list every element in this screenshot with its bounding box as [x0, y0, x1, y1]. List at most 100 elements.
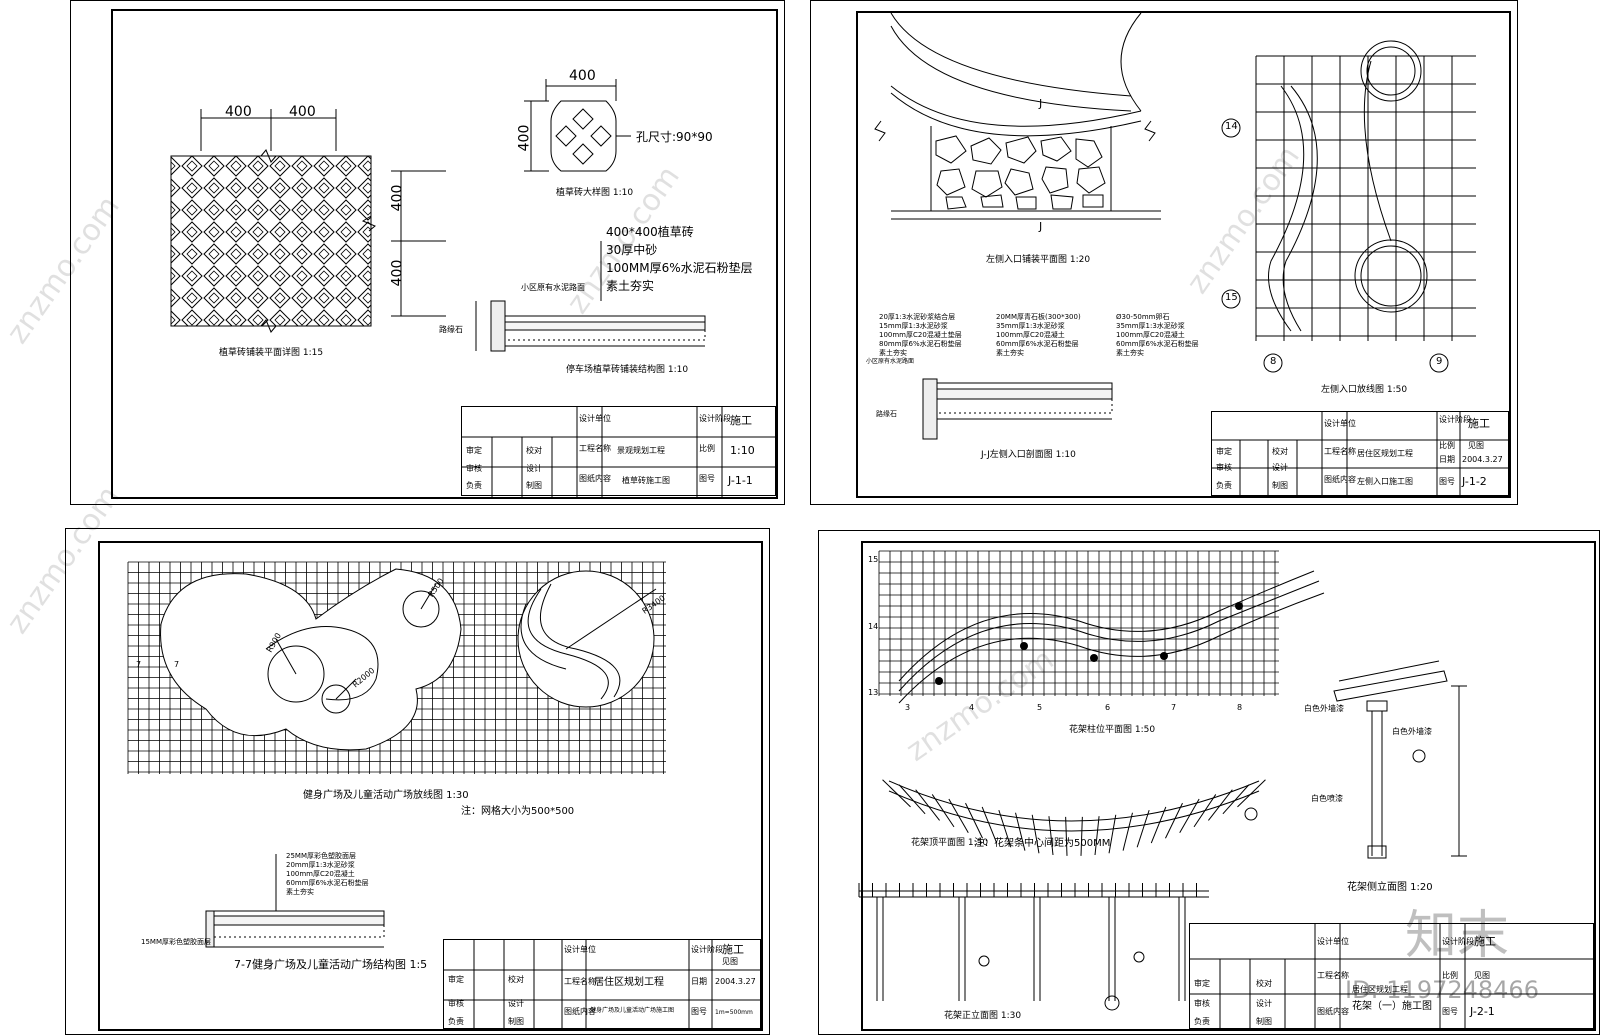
- axis-9: 9: [1436, 356, 1443, 367]
- tb4-design: 设计: [1256, 999, 1272, 1008]
- tb-scale-value: 1:10: [730, 444, 755, 457]
- tb2-checker: 审核: [1216, 463, 1232, 472]
- tb-title: 植草砖施工图: [622, 476, 670, 485]
- title-block-4: 审定 审核 负责 校对 设计 制图 设计单位 工程名称 图纸内容 居住区规划工程…: [1189, 923, 1595, 1030]
- tb4-unit: 设计单位: [1317, 937, 1349, 946]
- entrance-section-caption: J-J左侧入口剖面图 1:10: [981, 450, 1076, 460]
- tb3-title: 健身广场及儿童活动广场施工图: [590, 1007, 675, 1014]
- axis-7: 7: [1171, 703, 1177, 712]
- top-plan-caption: 花架顶平面图 1:50: [911, 838, 989, 848]
- axis-15: 15: [1225, 292, 1238, 303]
- tb4-scale: 比例: [1442, 971, 1458, 980]
- dim-400-e: 400: [569, 68, 596, 84]
- left-layer-4: 80mm厚6%水泥石粉垫层: [879, 340, 962, 348]
- plaza-layer-3: 100mm厚C20混凝土: [286, 870, 355, 878]
- axis-6: 6: [1105, 703, 1111, 712]
- tb4-content: 图纸内容: [1317, 1007, 1349, 1016]
- tb3-draw: 制图: [508, 1017, 524, 1026]
- sheet-2-drawing: [874, 12, 1476, 440]
- tb4-project: 工程名称: [1317, 971, 1349, 980]
- tb3-project: 工程名称: [564, 977, 596, 986]
- tb3-date-value: 2004.3.27: [715, 977, 756, 986]
- dim-400-b: 400: [289, 104, 316, 120]
- axis-4: 4: [969, 703, 975, 712]
- dim-400-f: 400: [516, 124, 533, 152]
- tb-draw: 制图: [526, 481, 542, 490]
- plaza-section-caption: 7-7健身广场及儿童活动广场结构图 1:5: [234, 958, 428, 971]
- title-block-2: 审定 审核 负责 校对 设计 制图 设计单位 工程名称 图纸内容 居住区规划工程…: [1211, 411, 1510, 497]
- side-elevation-caption: 花架侧立面图 1:20: [1347, 882, 1433, 893]
- existing-road-label-2: 小区原有水泥路面: [866, 358, 915, 365]
- tb2-stage-value: 施工: [1468, 417, 1490, 430]
- right-layer-2: 35mm厚1:3水泥砂浆: [1116, 322, 1185, 330]
- left-layer-1: 20厚1:3水泥砂浆结合层: [879, 313, 956, 321]
- mid-layer-list: 20MM厚青石板(300*300) 35mm厚1:3水泥砂浆 100mm厚C20…: [996, 313, 1081, 358]
- top-plan-note: 注：花架条中心间距为500MM: [974, 838, 1111, 849]
- dim-400-d: 400: [389, 259, 406, 287]
- drawing-sheet-4: 花架柱位平面图 1:50 花架顶平面图 1:50 注：花架条中心间距为500MM…: [818, 530, 1600, 1035]
- tb2-number-value: J-1-2: [1462, 475, 1487, 488]
- tb4-stage: 设计阶段: [1442, 937, 1474, 946]
- drawing-sheet-2: 左侧入口铺装平面图 1:20 J-J左侧入口剖面图 1:10 左侧入口放线图 1…: [810, 0, 1518, 505]
- entrance-grid-caption: 左侧入口放线图 1:50: [1321, 385, 1408, 395]
- tb-content: 图纸内容: [579, 474, 611, 483]
- tb4-number-value: J-2-1: [1470, 1005, 1495, 1018]
- curb-label-2: 路缘石: [876, 410, 897, 418]
- plaza-grid-caption: 健身广场及儿童活动广场放线图 1:30: [303, 790, 469, 801]
- existing-road-label: 小区原有水泥路面: [521, 283, 585, 292]
- tb-project: 工程名称: [579, 444, 611, 453]
- layer-4: 素土夯实: [606, 279, 655, 293]
- tb2-project: 工程名称: [1324, 447, 1356, 456]
- tb-unit: 设计单位: [579, 414, 611, 423]
- tb-checker: 审核: [466, 464, 482, 473]
- tb-proof: 校对: [526, 446, 542, 455]
- axis-15b: 15: [868, 555, 879, 564]
- plaza-layer-1: 25MM厚彩色塑胶面层: [286, 852, 356, 860]
- left-layer-5: 素土夯实: [879, 349, 907, 357]
- tb4-number: 图号: [1442, 1007, 1458, 1016]
- tb2-draw: 制图: [1272, 481, 1288, 490]
- left-layer-2: 15mm厚1:3水泥砂浆: [879, 322, 948, 330]
- column-plan-caption: 花架柱位平面图 1:50: [1069, 725, 1156, 735]
- plaza-layer-2: 20mm厚1:3水泥砂浆: [286, 861, 355, 869]
- section-mark-7: 7: [136, 660, 142, 669]
- tb-stage: 设计阶段: [699, 414, 731, 423]
- mid-layer-5: 素土夯实: [996, 349, 1024, 357]
- tb2-reviewer: 审定: [1216, 447, 1232, 456]
- tb4-checker: 审核: [1194, 999, 1210, 1008]
- layer-2: 30厚中砂: [606, 243, 658, 257]
- tb4-reviewer: 审定: [1194, 979, 1210, 988]
- tb2-content: 图纸内容: [1324, 475, 1356, 484]
- sheet-3-frame: [98, 541, 763, 1031]
- axis-8b: 8: [1237, 703, 1243, 712]
- tb2-date-value: 2004.3.27: [1462, 455, 1503, 464]
- tb3-proof: 校对: [508, 975, 524, 984]
- section-caption: 停车场植草砖铺装结构图 1:10: [566, 365, 689, 375]
- sheet-4-drawing: [858, 550, 1467, 1011]
- sheet-3-drawing: [127, 561, 666, 948]
- dim-400-a: 400: [225, 104, 252, 120]
- tb4-title: 花架（一）施工图: [1352, 1001, 1432, 1012]
- axis-14b: 14: [868, 622, 879, 631]
- section-mark-j: J: [1039, 97, 1043, 110]
- tb-design: 设计: [526, 464, 542, 473]
- tb4-project-name: 居住区规划工程: [1352, 985, 1408, 994]
- section-mark-j-2: J: [1039, 220, 1043, 233]
- tb2-scale: 比例: [1439, 441, 1455, 450]
- axis-5: 5: [1037, 703, 1043, 712]
- paint-label-3: 白色喷漆: [1311, 794, 1343, 803]
- tb3-stage-value: 施工: [722, 943, 744, 956]
- plaza-layer-5: 素土夯实: [286, 888, 314, 896]
- tb3-checker: 审核: [448, 999, 464, 1008]
- tb2-number: 图号: [1439, 477, 1455, 486]
- layer-3: 100MM厚6%水泥石粉垫层: [606, 261, 753, 275]
- title-block-3: 审定 审核 负责 校对 设计 制图 设计单位 工程名称 图纸内容 居住区规划工程…: [443, 939, 762, 1030]
- tb4-draw: 制图: [1256, 1017, 1272, 1026]
- mid-layer-4: 60mm厚6%水泥石粉垫层: [996, 340, 1079, 348]
- tb2-scale-value: 见图: [1468, 441, 1484, 450]
- mid-layer-1: 20MM厚青石板(300*300): [996, 313, 1081, 321]
- right-layer-1: Ø30-50mm卵石: [1116, 313, 1170, 321]
- tb4-stage-value: 施工: [1474, 935, 1496, 948]
- tb-number: 图号: [699, 474, 715, 483]
- right-layer-3: 100mm厚C20混凝土: [1116, 331, 1185, 339]
